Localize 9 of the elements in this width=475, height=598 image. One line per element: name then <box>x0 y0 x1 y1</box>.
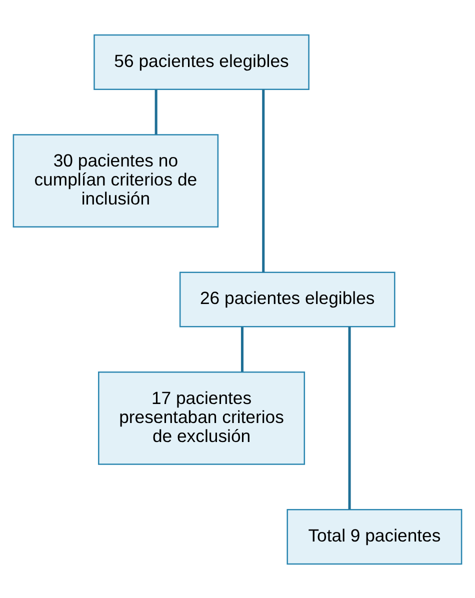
node-box: 30 pacientes no cumplían criterios de inclusión <box>12 134 219 228</box>
node-box: 26 pacientes elegibles <box>179 271 396 327</box>
connector <box>348 326 351 510</box>
connector <box>262 88 265 272</box>
node-box: 56 pacientes elegibles <box>94 34 310 90</box>
connector <box>154 89 158 134</box>
connector <box>240 326 244 372</box>
node-box: Total 9 pacientes <box>286 508 462 564</box>
node-box: 17 pacientes presentaban criterios de exclusión <box>98 370 306 464</box>
